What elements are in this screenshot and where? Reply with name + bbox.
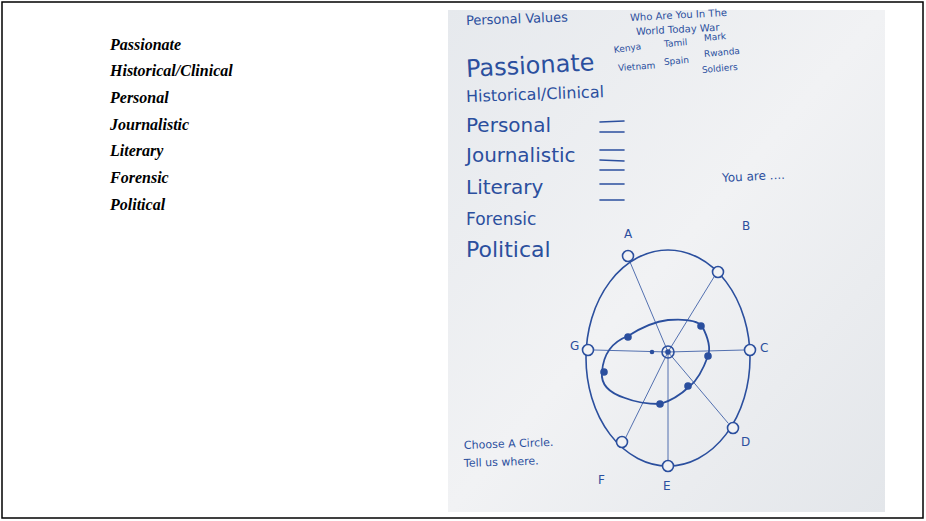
- list-item: Historical/Clinical: [110, 62, 233, 80]
- circle-letter: D: [741, 436, 750, 449]
- handwritten-note: Kenya: [613, 42, 642, 56]
- list-item: Political: [110, 196, 165, 214]
- circle-letter: G: [570, 340, 579, 353]
- paper-photo: [448, 10, 885, 512]
- handwritten-note: Choose A Circle.: [464, 437, 554, 452]
- circle-letter: C: [760, 342, 768, 355]
- handwritten-note: Tamil: [664, 38, 688, 50]
- handwritten-note: You are ....: [722, 169, 786, 185]
- handwritten-item: Forensic: [466, 210, 536, 229]
- handwritten-item: Historical/Clinical: [466, 83, 605, 105]
- list-item: Literary: [110, 142, 163, 160]
- handwritten-note: Tell us where.: [464, 455, 539, 470]
- handwritten-heading: Personal Values: [466, 10, 568, 28]
- circle-letter: A: [624, 228, 632, 241]
- list-item: Passionate: [110, 36, 181, 54]
- handwritten-note: Soldiers: [702, 63, 739, 76]
- list-item: Forensic: [110, 169, 169, 187]
- handwritten-note: Rwanda: [704, 47, 741, 60]
- handwritten-note: Who Are You In The: [630, 7, 728, 23]
- handwritten-item: Passionate: [465, 49, 595, 82]
- list-item: Personal: [110, 89, 169, 107]
- handwritten-note: Vietnam: [618, 61, 656, 73]
- circle-letter: F: [598, 474, 605, 487]
- circle-letter: E: [663, 480, 671, 493]
- handwritten-item: Literary: [466, 176, 543, 198]
- handwritten-item: Journalistic: [466, 144, 576, 166]
- circle-letter: B: [742, 220, 750, 233]
- handwritten-note: Mark: [704, 32, 727, 44]
- handwritten-item: Political: [466, 238, 551, 262]
- list-item: Journalistic: [110, 116, 189, 134]
- handwritten-note: Spain: [664, 56, 690, 68]
- handwritten-item: Personal: [466, 114, 551, 136]
